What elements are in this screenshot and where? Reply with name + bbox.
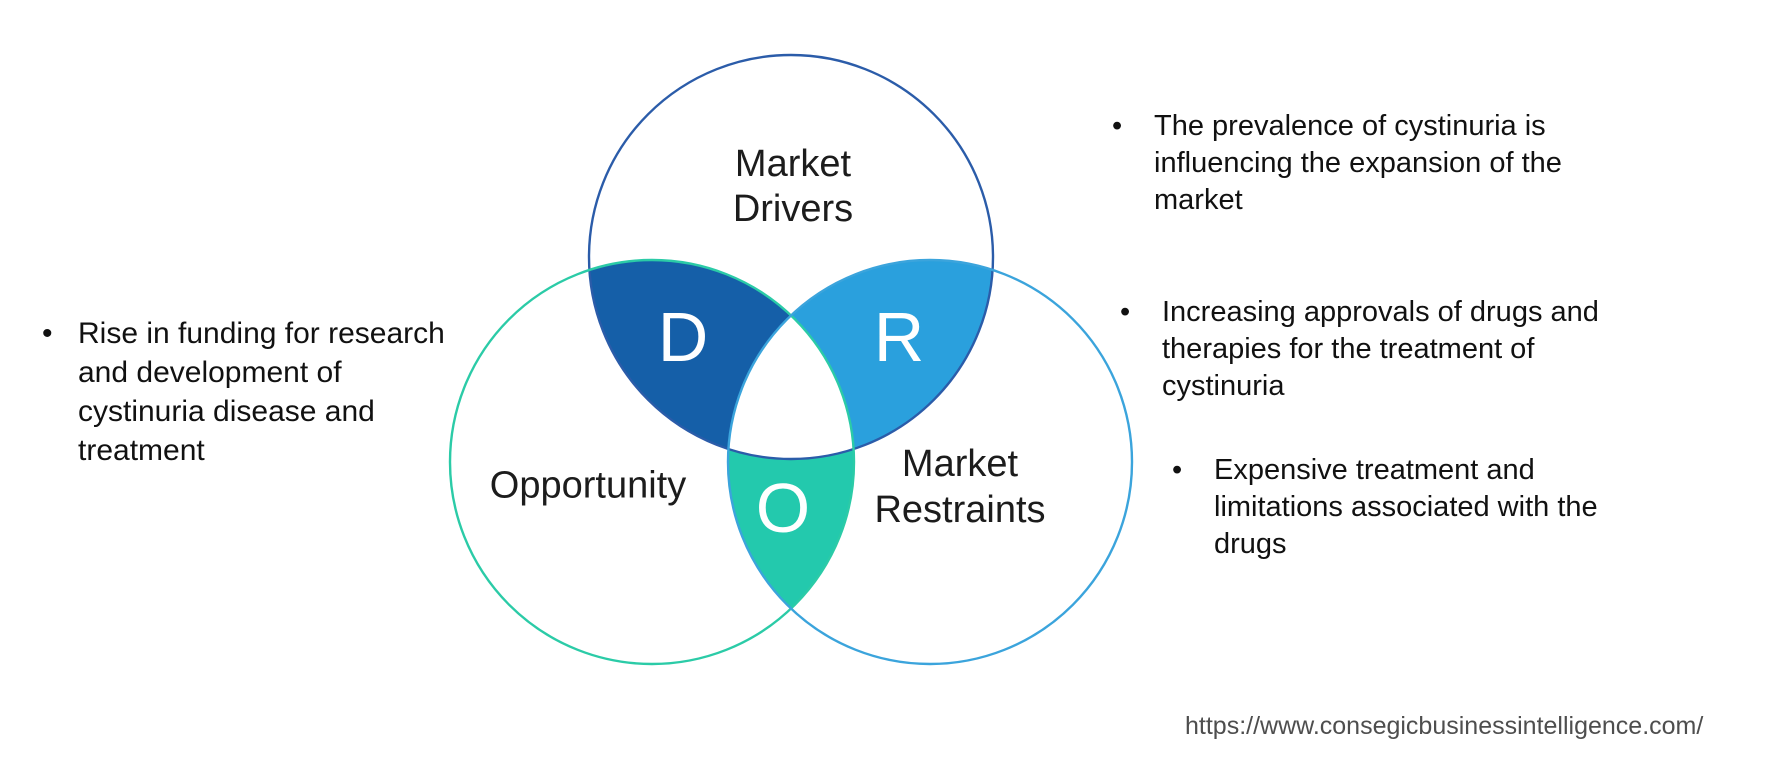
bullet-text-line: therapies for the treatment of bbox=[1162, 333, 1535, 365]
restraints-letter: R bbox=[873, 298, 925, 376]
restraint-annotation-bullet: • Expensive treatment and limitations as… bbox=[1172, 452, 1598, 563]
drivers-opportunity-lens bbox=[589, 260, 854, 459]
drivers-restraints-lens bbox=[728, 260, 993, 459]
bullet-marker: • bbox=[1120, 296, 1131, 328]
bullet-text-line: treatment bbox=[78, 434, 205, 467]
approvals-annotation-bullet: • Increasing approvals of drugs and ther… bbox=[1120, 294, 1599, 405]
drivers-circle-outline bbox=[587, 53, 995, 461]
bullet-marker: • bbox=[1112, 110, 1123, 142]
bullet-marker: • bbox=[1172, 454, 1183, 486]
drivers-letter: D bbox=[657, 298, 709, 376]
source-url: https://www.consegicbusinessintelligence… bbox=[1185, 712, 1704, 740]
bullet-marker: • bbox=[42, 317, 53, 350]
drivers-label-line2: Drivers bbox=[732, 188, 854, 230]
drivers-label-line1: Market bbox=[734, 143, 852, 185]
drivers-circle-label: Market Drivers bbox=[733, 142, 853, 232]
restraints-label-line1: Market bbox=[901, 443, 1019, 485]
bullet-text-line: Expensive treatment and bbox=[1214, 454, 1535, 486]
restraints-circle-outline bbox=[726, 258, 1134, 666]
restraints-circle-label: Market Restraints bbox=[874, 441, 1045, 533]
bullet-text-line: influencing the expansion of the bbox=[1154, 147, 1562, 179]
restraints-label-line2: Restraints bbox=[874, 489, 1046, 531]
bullet-text-line: Increasing approvals of drugs and bbox=[1162, 296, 1599, 328]
bullet-text-line: and development of bbox=[78, 356, 342, 389]
driver-annotation-bullet: • Rise in funding for research and devel… bbox=[42, 314, 445, 470]
prevalence-annotation-bullet: • The prevalence of cystinuria is influe… bbox=[1112, 108, 1562, 219]
bullet-text-line: The prevalence of cystinuria is bbox=[1154, 110, 1546, 142]
bullet-text-line: limitations associated with the bbox=[1214, 491, 1598, 523]
opportunity-circle-outline bbox=[448, 258, 856, 666]
opportunity-letter: O bbox=[755, 469, 811, 547]
bullet-text-line: drugs bbox=[1214, 528, 1287, 560]
bullet-text-line: Rise in funding for research bbox=[78, 317, 445, 350]
bullet-text-line: cystinuria disease and bbox=[78, 395, 375, 428]
bullet-text-line: cystinuria bbox=[1162, 370, 1285, 402]
bullet-text-line: market bbox=[1154, 184, 1243, 216]
opportunity-circle-label: Opportunity bbox=[490, 464, 686, 509]
opportunity-label-line1: Opportunity bbox=[489, 464, 687, 507]
